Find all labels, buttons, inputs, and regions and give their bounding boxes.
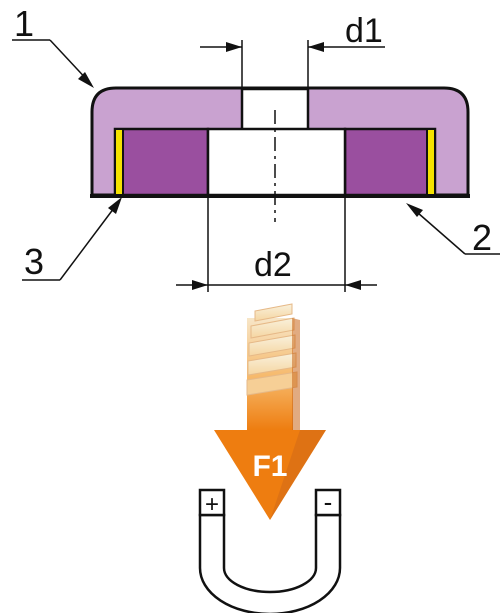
- pole-minus-box: [314, 488, 342, 517]
- d2-label: d2: [254, 246, 292, 284]
- bore-hole-d2: [206, 127, 347, 197]
- spacer-ring-left: [114, 128, 124, 196]
- arrow-tail-stripes: [246, 303, 298, 396]
- label-1: 1: [14, 3, 34, 44]
- spacer-ring-right: [426, 128, 436, 196]
- horseshoe-magnet: + -: [198, 487, 342, 613]
- callout-3: 3: [22, 197, 122, 282]
- label-3: 3: [24, 241, 44, 282]
- callout-1: 1: [12, 3, 94, 88]
- force-label: F1: [252, 450, 287, 483]
- label-2: 2: [472, 217, 492, 258]
- d1-label: d1: [345, 12, 383, 50]
- pole-minus-label: -: [324, 487, 333, 517]
- force-arrow-f1: F1: [214, 303, 326, 520]
- pole-plus-box: [198, 488, 226, 517]
- dimension-d2: d2: [176, 195, 377, 292]
- callout-2: 2: [406, 203, 500, 258]
- dimension-d1: d1: [200, 12, 385, 90]
- magnet-ring-right: [343, 127, 437, 197]
- pole-plus-label: +: [205, 491, 219, 518]
- magnet-ring-left: [113, 127, 210, 197]
